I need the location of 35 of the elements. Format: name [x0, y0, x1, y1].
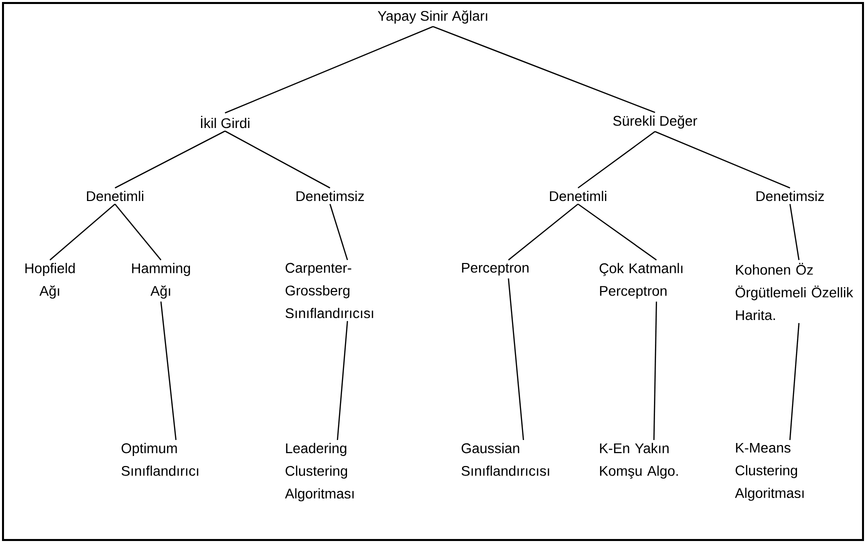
tree-node-label: Perceptron — [462, 262, 528, 276]
tree-node-label: Hopfield Ağı — [25, 262, 75, 299]
tree-line — [432, 26, 656, 113]
tree-line — [160, 302, 177, 440]
tree-line — [114, 130, 226, 188]
tree-line — [224, 26, 434, 114]
tree-node-label: Leadering Clustering Algoritması — [284, 442, 354, 502]
tree-line — [224, 130, 330, 188]
tree-line — [789, 204, 800, 260]
tree-node-label: K-En Yakın Komşu Algo. — [600, 442, 678, 479]
tree-line — [508, 204, 578, 260]
tree-node-label: Kohonen Öz Örgütlemeli Özellik Harita. — [736, 262, 854, 320]
tree-line — [50, 204, 116, 260]
tree-node-label: İkil Girdi — [201, 116, 250, 128]
tree-line — [654, 130, 790, 188]
tree-line — [578, 204, 657, 260]
tree-line — [114, 204, 162, 260]
tree-node-label: Hamming Ağı — [132, 262, 190, 299]
tree-line — [508, 278, 524, 440]
tree-line — [653, 302, 658, 440]
tree-node-label: Carpenter- Grossberg Sınıflandırıcısı — [286, 262, 374, 318]
tree-node-label: Sürekli Değer — [613, 115, 698, 129]
tree-node-label: Denetimsiz — [756, 190, 824, 202]
tree-line — [329, 204, 348, 260]
tree-line — [578, 131, 656, 188]
tree-node-label: Optimum Sınıflandırıcı — [122, 442, 198, 476]
tree-node-label: Denetimsiz — [296, 190, 364, 202]
tree-node-label: Gaussian Sınıflandırıcısı — [462, 442, 550, 476]
tree-node-label: K-Means Clustering Algoritması — [734, 442, 804, 501]
tree-node-label: Yapay Sinir Ağları — [378, 10, 488, 24]
tree-line — [789, 323, 800, 440]
tree-node-label: Çok Katmanlı Perceptron — [600, 262, 682, 299]
tree-line — [336, 321, 348, 440]
tree-node-label: Denetimli — [550, 190, 606, 202]
tree-node-label: Denetimli — [86, 190, 144, 202]
